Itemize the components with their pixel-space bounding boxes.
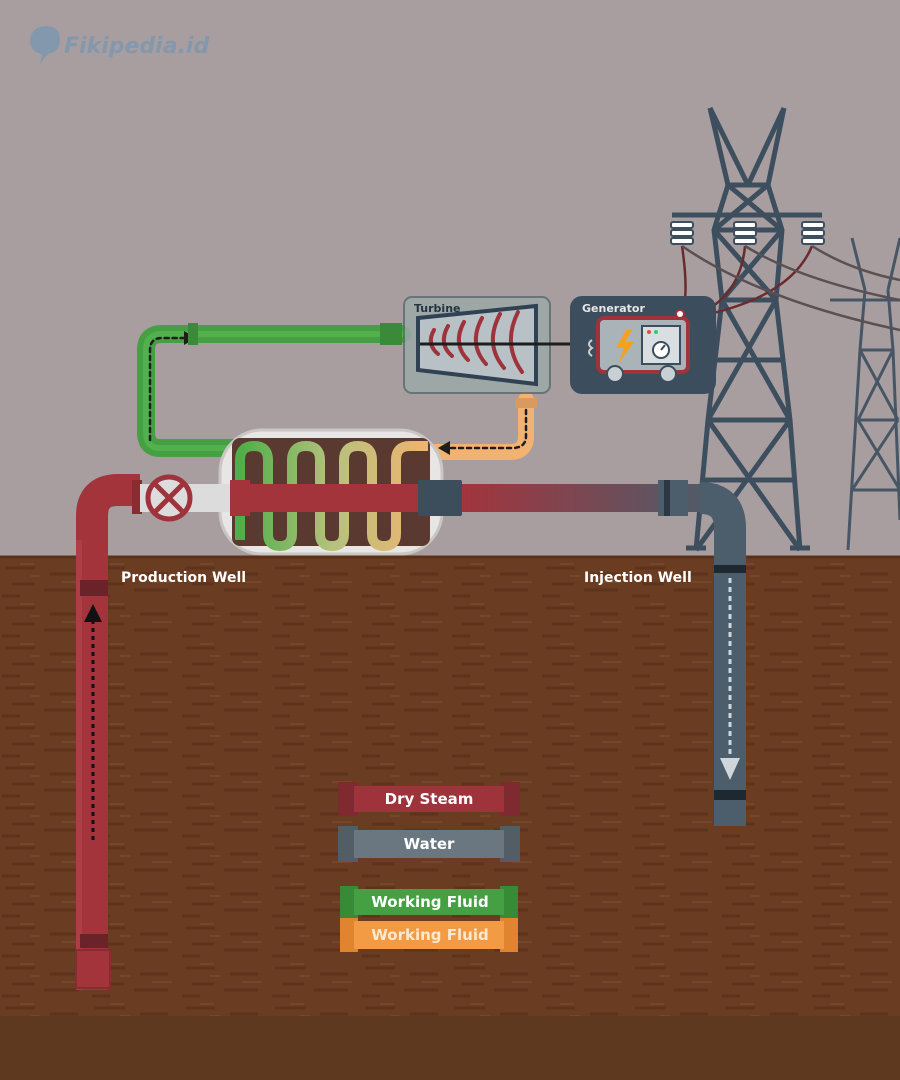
legend-label-working-fluid-orange: Working Fluid xyxy=(371,926,488,944)
transmission-tower-main xyxy=(672,106,822,552)
injection-well-pipe xyxy=(714,540,746,826)
working-fluid-pipe-orange xyxy=(422,392,537,460)
turbine-label: Turbine xyxy=(414,302,461,315)
generator: Generator xyxy=(570,296,716,394)
heat-exchanger-coil xyxy=(235,441,428,551)
watermark: Fikipedia.id xyxy=(30,26,209,64)
legend-item-water: Water xyxy=(338,826,520,862)
legend-label-working-fluid-green: Working Fluid xyxy=(371,893,488,911)
sky xyxy=(0,0,900,558)
gauge-icon xyxy=(652,341,670,359)
ground xyxy=(0,555,900,1080)
legend: Dry Steam Water Working Fluid Working Fl… xyxy=(338,782,520,952)
transmission-tower-far xyxy=(830,237,900,551)
production-well-pipe xyxy=(75,540,111,990)
watermark-logo-icon xyxy=(30,26,60,64)
injection-well-label: Injection Well xyxy=(584,570,692,586)
watermark-text: Fikipedia.id xyxy=(64,34,209,59)
turbine: Turbine xyxy=(403,296,600,394)
legend-item-working-fluid-orange: Working Fluid xyxy=(340,918,518,952)
lightning-icon xyxy=(616,330,634,364)
insulators xyxy=(670,221,825,245)
production-well-label: Production Well xyxy=(121,570,246,586)
generator-label: Generator xyxy=(582,302,645,315)
legend-label-dry-steam: Dry Steam xyxy=(385,790,474,808)
legend-label-water: Water xyxy=(404,835,455,853)
steam-water-pipe xyxy=(76,474,746,560)
legend-item-dry-steam: Dry Steam xyxy=(338,782,520,816)
legend-item-working-fluid-green: Working Fluid xyxy=(340,886,518,918)
working-fluid-pipe-green xyxy=(137,323,411,457)
valve-icon xyxy=(145,474,193,522)
